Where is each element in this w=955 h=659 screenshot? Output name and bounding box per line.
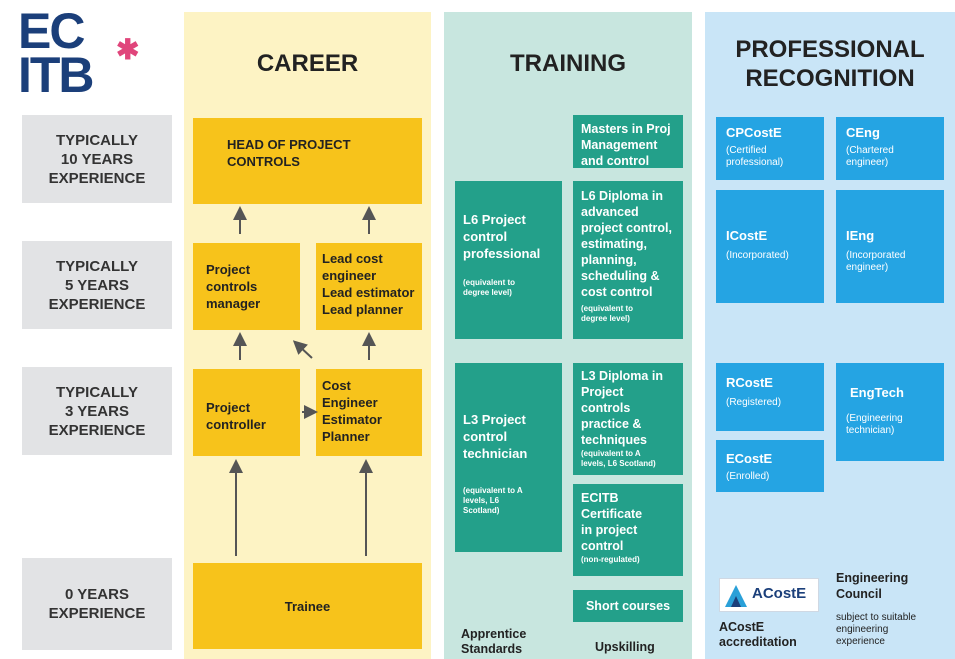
career-head-of-project-controls: HEAD OF PROJECT CONTROLS bbox=[193, 118, 422, 204]
rcoste-title: RCostE bbox=[726, 375, 773, 390]
training-masters: Masters in Proj Management and control bbox=[573, 115, 683, 168]
logo-star-icon: ✱ bbox=[116, 34, 140, 65]
career-lead-roles: Lead cost engineer Lead estimator Lead p… bbox=[316, 243, 422, 330]
career-project-controller: Project controller bbox=[193, 369, 300, 456]
rcoste-note: (Registered) bbox=[726, 397, 782, 408]
cpcoste-title: CPCostE bbox=[726, 125, 782, 140]
engtech-title: EngTech bbox=[850, 385, 904, 400]
ceng-title: CEng bbox=[846, 125, 880, 140]
l3-technician-title: L3 Project control technician bbox=[463, 412, 528, 461]
short-courses-title: Short courses bbox=[585, 599, 671, 613]
recognition-rcoste: RCostE (Registered) bbox=[716, 363, 824, 431]
ecoste-title: ECostE bbox=[726, 451, 773, 466]
logo-text-top: EC bbox=[18, 3, 85, 59]
recognition-cpcoste: CPCostE (Certified professional) bbox=[716, 117, 824, 180]
l3-diploma-title: L3 Diploma in Project controls practice … bbox=[581, 369, 663, 447]
upskilling-label: Upskilling bbox=[595, 640, 655, 654]
training-l3-project-control-technician: L3 Project control technician (equivalen… bbox=[455, 363, 562, 552]
ieng-title: IEng bbox=[846, 228, 875, 243]
acoste-logo-text: ACostE bbox=[752, 585, 807, 602]
l6-professional-title: L6 Project control professional bbox=[463, 212, 541, 261]
recognition-ceng: CEng (Chartered engineer) bbox=[836, 117, 944, 180]
engineering-council-note: subject to suitable engineering experien… bbox=[836, 612, 917, 647]
l3-diploma-note: (equivalent to A levels, L6 Scotland) bbox=[581, 449, 656, 468]
recognition-engtech: EngTech (Engineering technician) bbox=[836, 363, 944, 461]
career-trainee: Trainee bbox=[193, 563, 422, 649]
l6-professional-note: (equivalent to degree level) bbox=[463, 278, 516, 297]
icoste-title: ICostE bbox=[726, 228, 768, 243]
ecoste-note: (Enrolled) bbox=[726, 471, 770, 482]
l3-technician-note: (equivalent to A levels, L6 Scotland) bbox=[463, 486, 523, 515]
ecitb-certificate-title: ECITB Certificate in project control bbox=[581, 491, 643, 553]
experience-level-3-years: TYPICALLY 3 YEARS EXPERIENCE bbox=[22, 367, 172, 455]
training-heading: TRAINING bbox=[510, 50, 626, 77]
career-project-controls-manager: Project controls manager bbox=[193, 243, 300, 330]
training-masters-title: Masters in Proj Management and control bbox=[581, 122, 671, 168]
career-cost-engineer: Cost Engineer Estimator Planner bbox=[316, 369, 422, 456]
training-l6-diploma: L6 Diploma in advanced project control, … bbox=[573, 181, 683, 339]
professional-recognition-heading: PROFESSIONAL RECOGNITION bbox=[735, 36, 925, 92]
ieng-note: (Incorporated engineer) bbox=[846, 250, 906, 273]
ceng-note: (Chartered engineer) bbox=[846, 145, 894, 168]
ecitb-certificate-note: (non-regulated) bbox=[581, 555, 640, 564]
experience-level-0-years: 0 YEARS EXPERIENCE bbox=[22, 558, 172, 650]
recognition-icoste: ICostE (Incorporated) bbox=[716, 190, 824, 303]
arrow-cost-to-pcm bbox=[292, 340, 313, 359]
experience-level-5-years: TYPICALLY 5 YEARS EXPERIENCE bbox=[22, 241, 172, 329]
icoste-note: (Incorporated) bbox=[726, 250, 789, 261]
engineering-council-label: Engineering Council bbox=[836, 571, 909, 601]
logo-text-bottom: ITB bbox=[18, 47, 95, 103]
training-l6-project-control-professional: L6 Project control professional (equival… bbox=[455, 181, 562, 339]
career-heading: CAREER bbox=[256, 50, 359, 77]
recognition-ecoste: ECostE (Enrolled) bbox=[716, 440, 824, 492]
ecitb-logo: EC ITB ✱ bbox=[12, 6, 162, 106]
apprentice-standards-label: Apprentice Standards bbox=[461, 627, 527, 656]
l6-diploma-note: (equivalent to degree level) bbox=[581, 304, 634, 323]
training-l3-diploma: L3 Diploma in Project controls practice … bbox=[573, 363, 683, 475]
acoste-logo-icon bbox=[725, 585, 747, 607]
recognition-ieng: IEng (Incorporated engineer) bbox=[836, 190, 944, 303]
experience-level-10-years: TYPICALLY 10 YEARS EXPERIENCE bbox=[22, 115, 172, 203]
acoste-logo: ACostE bbox=[719, 578, 819, 612]
training-ecitb-certificate: ECITB Certificate in project control (no… bbox=[573, 484, 683, 576]
cpcoste-note: (Certified professional) bbox=[726, 145, 784, 168]
acoste-accreditation-label: ACostE accreditation bbox=[719, 620, 797, 649]
l6-diploma-title: L6 Diploma in advanced project control, … bbox=[581, 189, 672, 299]
engtech-note: (Engineering technician) bbox=[846, 413, 903, 436]
training-short-courses: Short courses bbox=[573, 590, 683, 622]
